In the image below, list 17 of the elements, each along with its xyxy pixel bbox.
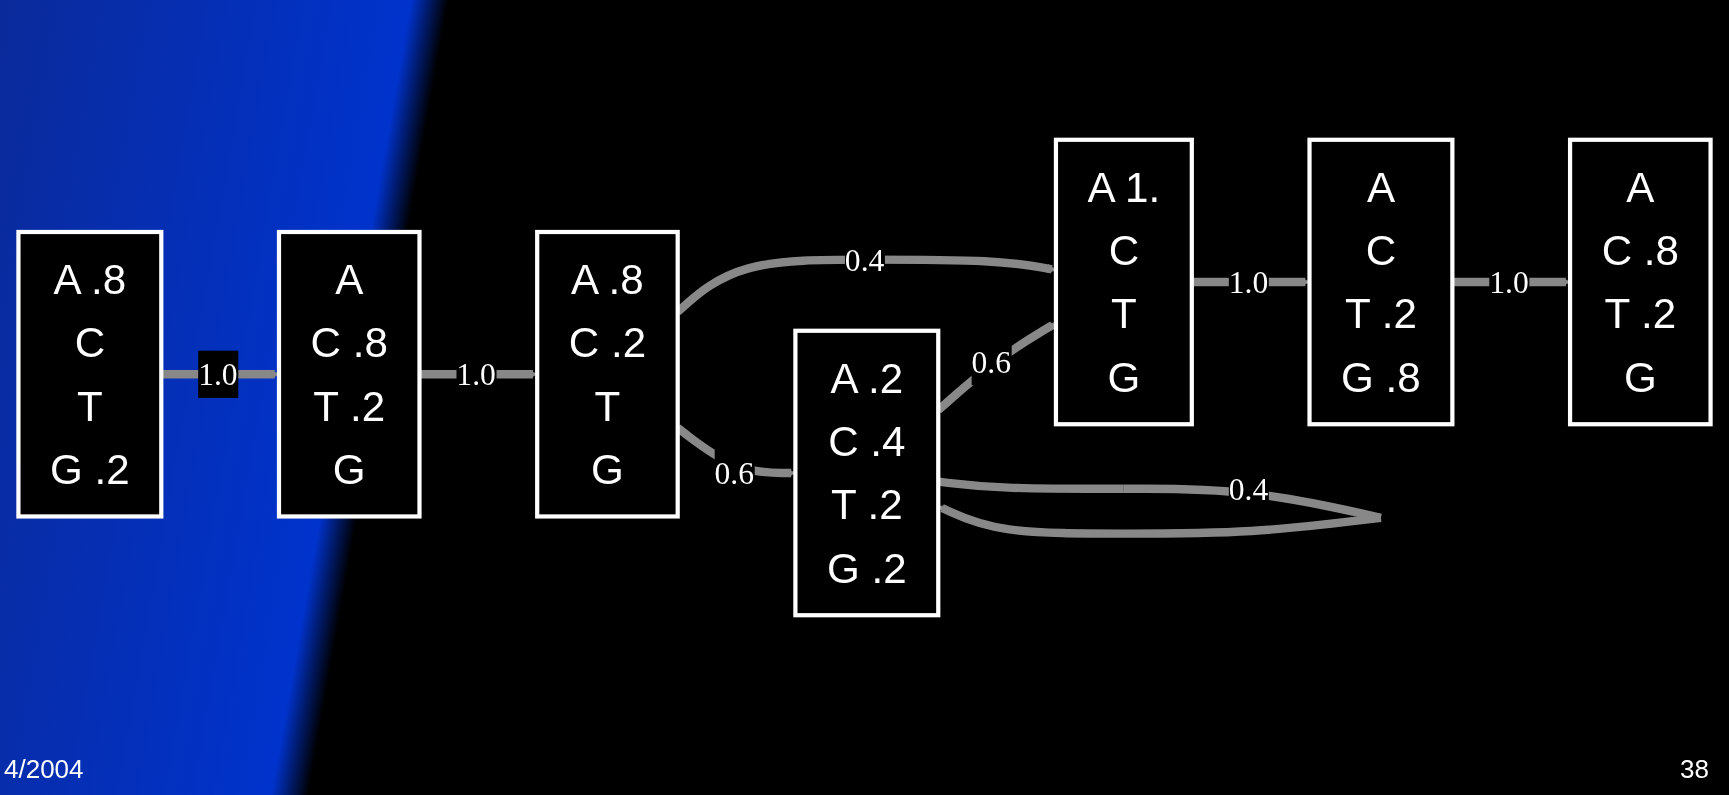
node-box: A .2 C .4 T .2 G .2: [793, 328, 941, 618]
node-box: A C T .2 G .8: [1307, 137, 1455, 427]
edge-label: 0.4: [844, 242, 885, 277]
node-box: A .8 C .2 T G: [535, 229, 680, 519]
edge-label: 0.6: [971, 344, 1011, 379]
node-box: A C .8 T .2 G: [276, 229, 422, 519]
page-number: 38: [1680, 754, 1709, 785]
edge-label: 0.6: [714, 455, 755, 491]
date-text: 4/2004: [4, 754, 84, 785]
node-box: A C .8 T .2 G: [1567, 137, 1713, 427]
edge-label: 0.4: [1228, 471, 1269, 507]
node-box: A 1. C T G: [1053, 137, 1194, 427]
edge-label: 1.0: [1489, 264, 1529, 300]
node-box: A .8 C T G .2: [16, 229, 164, 519]
edge-label: 1.0: [198, 356, 238, 392]
edge-label: 1.0: [1228, 264, 1269, 300]
edge-label: 1.0: [456, 356, 496, 392]
